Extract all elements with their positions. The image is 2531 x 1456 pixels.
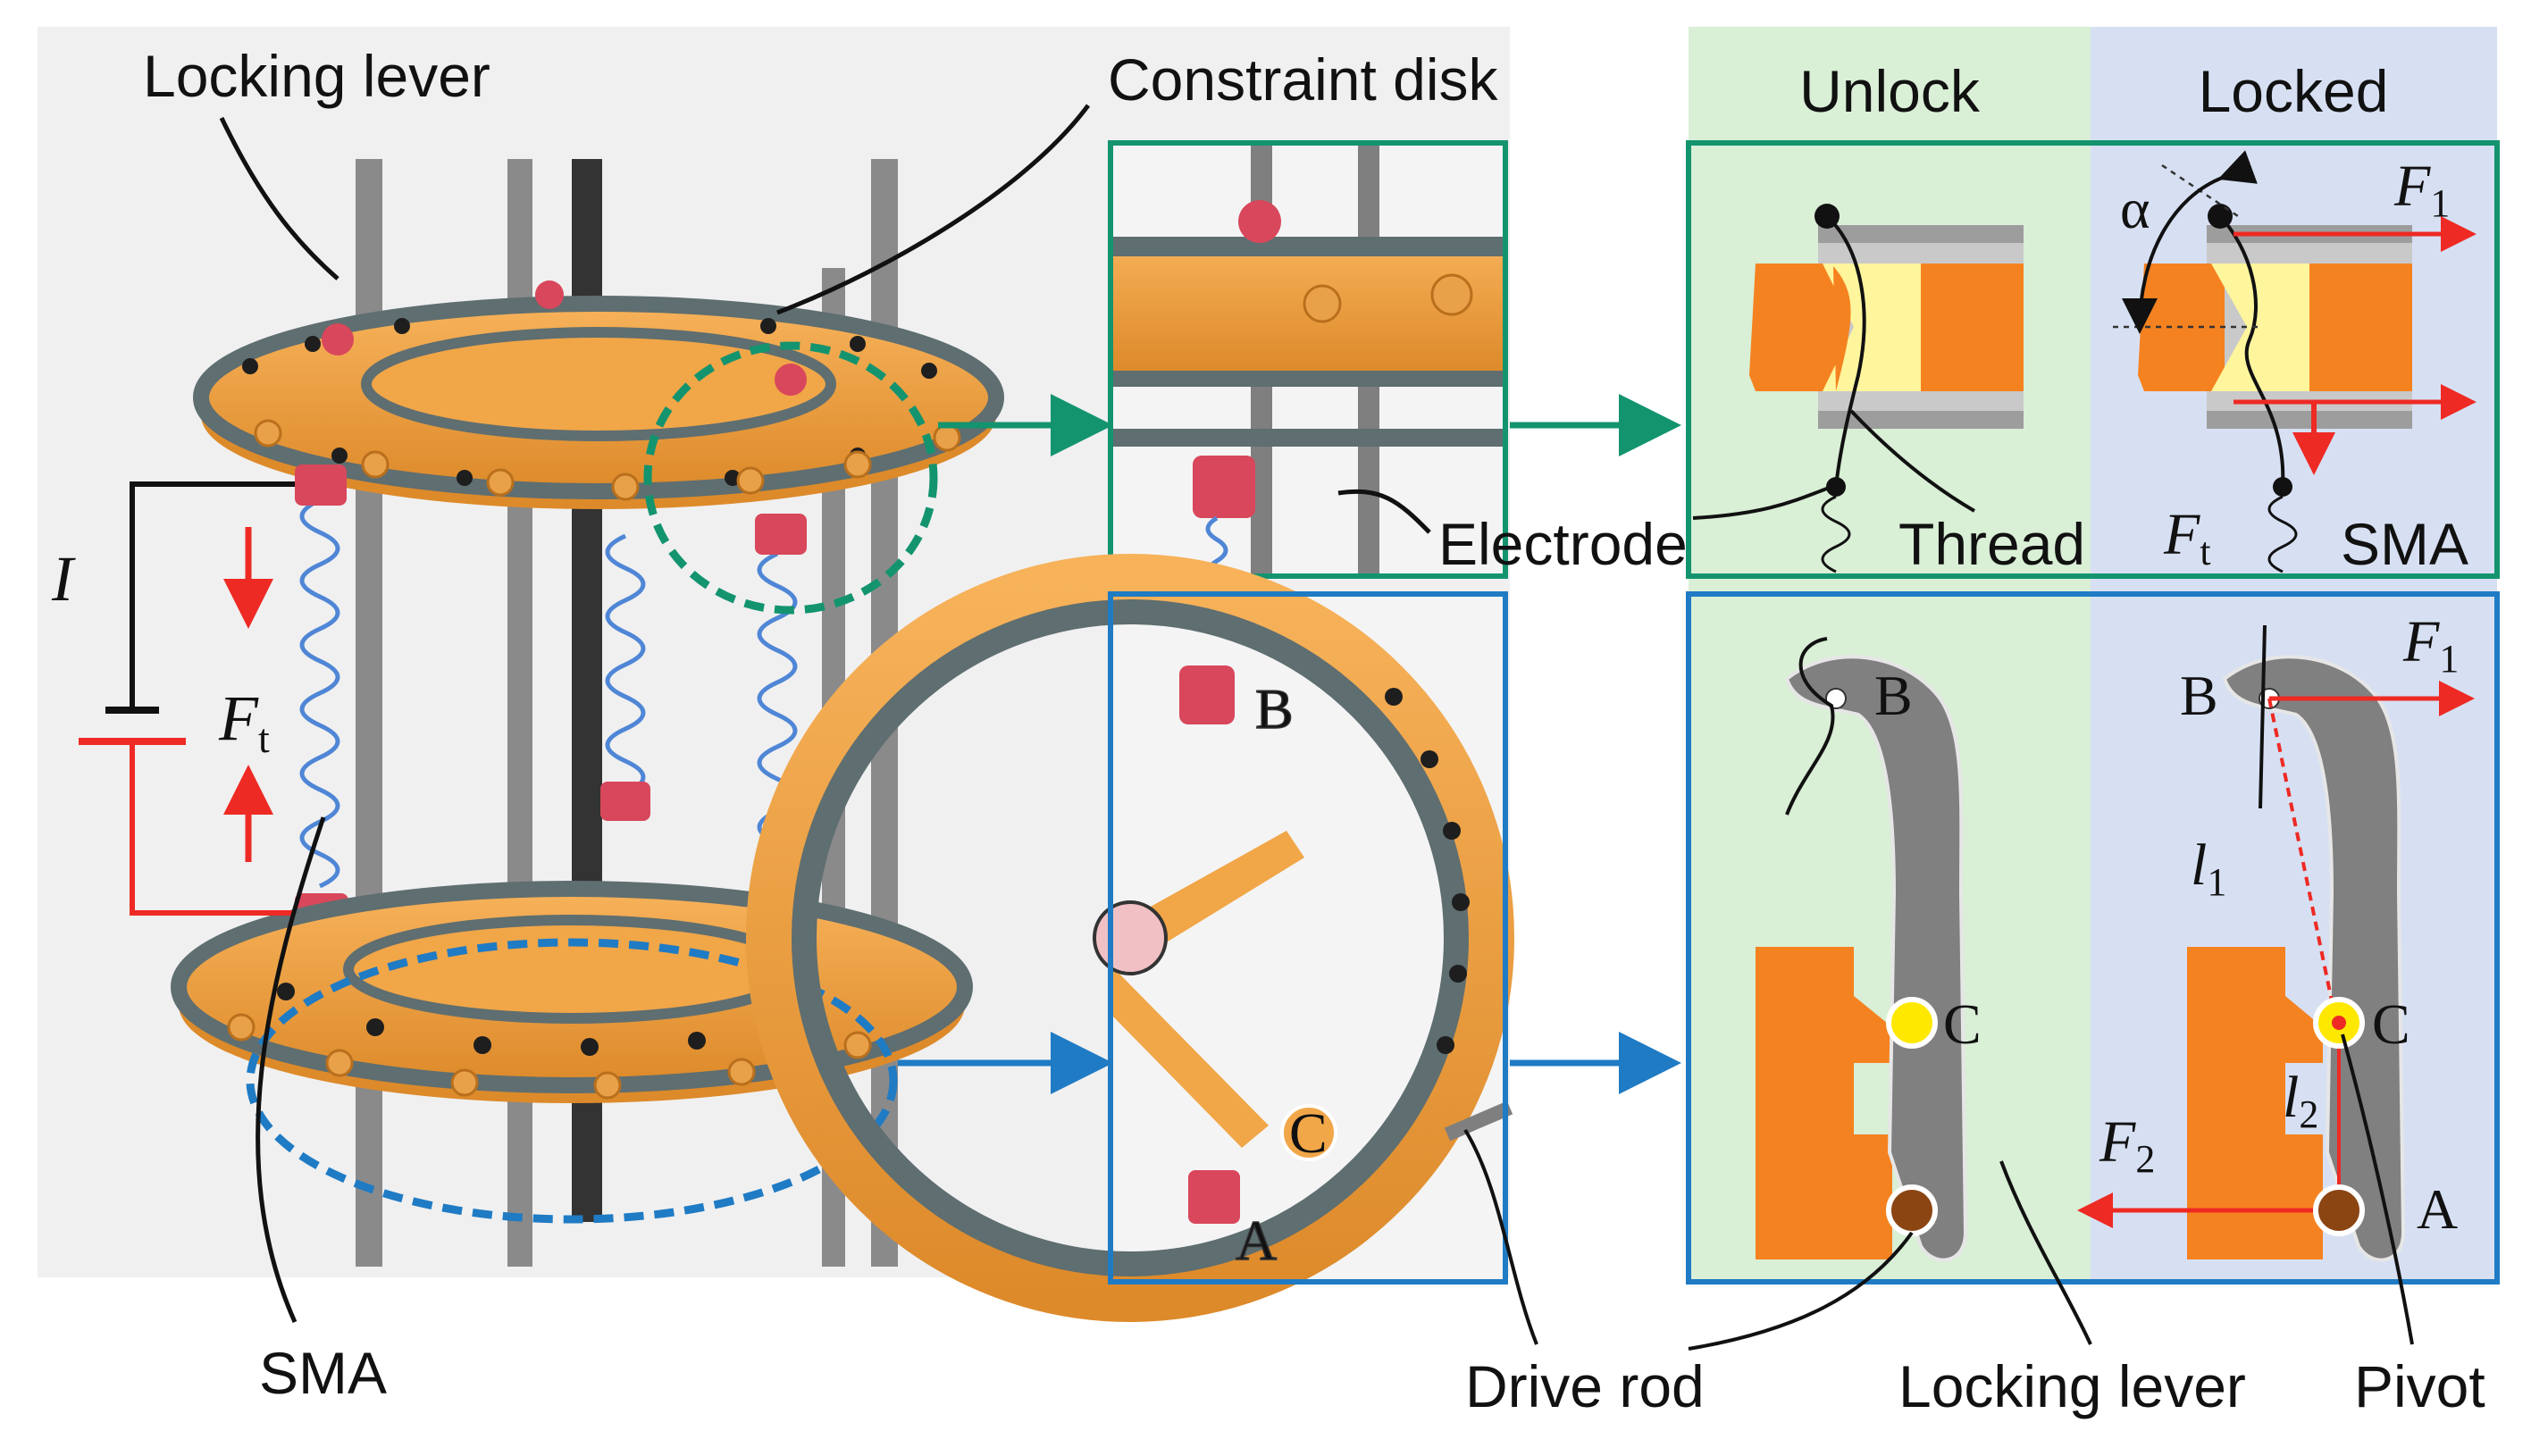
lower-ring-pins bbox=[227, 1013, 872, 1100]
locking-lever-leader-bottom bbox=[1999, 1160, 2092, 1345]
label-pivot: Pivot bbox=[2354, 1353, 2485, 1419]
label-l2: l2 bbox=[2283, 1065, 2318, 1136]
zoom-bottom-photo: B C A bbox=[746, 554, 1514, 1322]
label-locking-lever-top: Locking lever bbox=[143, 43, 490, 109]
header-locked: Locked bbox=[2199, 58, 2389, 124]
lower-ring bbox=[171, 881, 973, 1103]
label-l1: l1 bbox=[2191, 833, 2226, 904]
label-thread: Thread bbox=[1898, 511, 2085, 577]
label-electrode: Electrode bbox=[1438, 511, 1688, 577]
photo-point-a: A bbox=[1236, 1209, 1277, 1272]
drive-rod-leader-2 bbox=[1688, 1231, 1914, 1351]
bottom-schematic-frame bbox=[1686, 591, 2500, 1284]
lever-mechanism-schematic bbox=[1756, 624, 2475, 1262]
label-drive-rod: Drive rod bbox=[1465, 1353, 1705, 1419]
tension-force-label: Ft bbox=[218, 682, 270, 761]
schematic-point-b-locked: B bbox=[2180, 664, 2218, 727]
schematic-point-c-unlock: C bbox=[1943, 992, 1982, 1056]
schematic-point-b-unlock: B bbox=[1874, 664, 1913, 727]
upper-ring-knobs bbox=[322, 280, 807, 396]
label-force-2: F2 bbox=[2099, 1109, 2155, 1181]
label-force-1-top: F1 bbox=[2393, 154, 2450, 225]
label-force-1-bottom: F1 bbox=[2402, 609, 2459, 681]
photo-point-c: C bbox=[1289, 1101, 1328, 1165]
electrode-leader bbox=[1692, 485, 1832, 520]
green-highlight-ellipse bbox=[643, 341, 938, 615]
blue-highlight-ellipse bbox=[246, 938, 898, 1224]
pivot-leader bbox=[2341, 1033, 2414, 1345]
header-unlock: Unlock bbox=[1799, 58, 1981, 124]
photo-point-b: B bbox=[1255, 677, 1294, 741]
zoom-top-photo bbox=[1108, 140, 1508, 585]
label-locking-lever-bottom: Locking lever bbox=[1898, 1353, 2246, 1419]
power-circuit bbox=[79, 481, 295, 916]
locking-lever-leader bbox=[219, 116, 339, 280]
constraint-disk-leader bbox=[776, 104, 1091, 315]
sma-leader bbox=[256, 816, 326, 1324]
label-alpha: α bbox=[2120, 177, 2150, 240]
schematic-point-c-locked: C bbox=[2372, 992, 2410, 1056]
label-sma-small: SMA bbox=[2341, 511, 2468, 577]
thread-leader bbox=[1849, 409, 1976, 513]
drive-rod-leader bbox=[1463, 1128, 1538, 1345]
label-force-t-right: Ft bbox=[2163, 502, 2211, 573]
upper-ring-pins bbox=[254, 419, 961, 501]
current-label: I bbox=[51, 543, 76, 615]
schematic-point-a-locked: A bbox=[2417, 1177, 2458, 1241]
thread-mechanism-schematic bbox=[1749, 150, 2477, 573]
top-schematic-frame bbox=[1686, 140, 2500, 579]
label-sma-bottom: SMA bbox=[259, 1340, 387, 1406]
upper-ring bbox=[193, 280, 1004, 509]
label-constraint-disk: Constraint disk bbox=[1108, 46, 1499, 113]
